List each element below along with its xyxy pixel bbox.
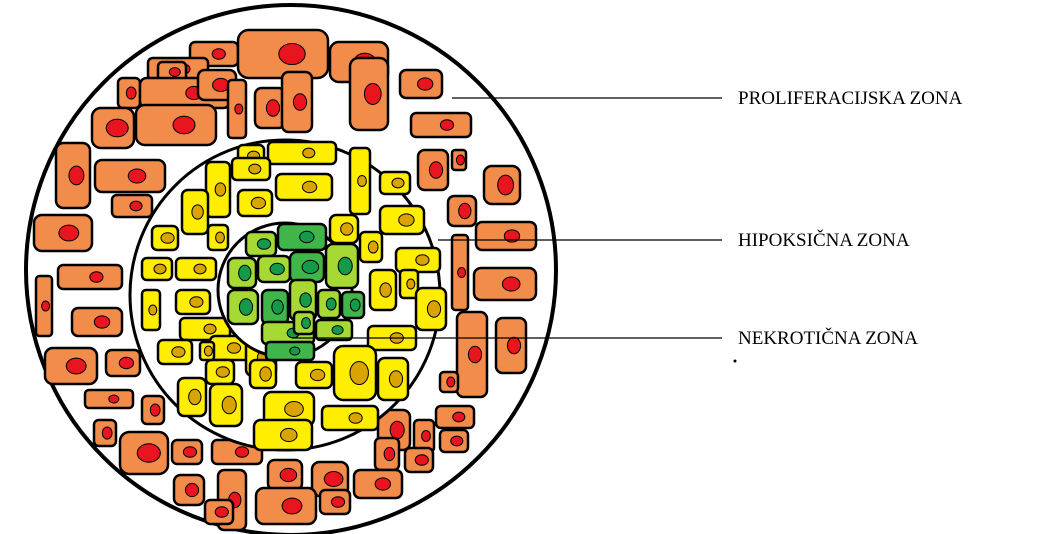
proliferative-cell [172,473,206,507]
label-proliferative-zone: PROLIFERACIJSKA ZONA [738,88,963,109]
necrotic-cell [260,288,290,326]
hypoxic-cell [368,268,398,312]
proliferative-cell [318,488,352,516]
necrotic-cell [316,288,342,320]
proliferative-cell [253,86,287,130]
proliferative-cell [90,106,136,150]
proliferative-cell [280,70,314,134]
hypoxic-cell [332,344,378,402]
proliferative-cell [266,458,304,492]
hypoxic-cell [174,256,218,282]
proliferative-cell [352,468,404,500]
proliferative-cell [412,418,436,454]
necrotic-cell [226,288,260,326]
hypoxic-cell [206,223,230,252]
proliferative-cell [455,310,489,399]
hypoxic-cell [414,286,448,332]
hypoxic-cell [156,338,194,366]
proliferative-cell [34,274,54,338]
proliferative-cell [416,148,450,192]
proliferative-cell [494,316,528,375]
hypoxic-cell [174,288,212,316]
necrotic-cell [256,254,292,284]
proliferative-cell [482,164,522,206]
proliferative-cell [32,213,94,253]
proliferative-cell [83,388,135,410]
proliferative-cell [104,348,142,378]
proliferative-cell [226,78,248,140]
necrotic-cell [226,256,258,290]
proliferative-cell [450,148,468,172]
hypoxic-cell [252,418,314,452]
proliferative-cell [110,193,154,219]
hypoxic-cell [266,140,338,166]
hypoxic-cell [140,256,174,282]
hypoxic-cell [294,360,334,390]
proliferative-cell [236,28,330,80]
proliferative-cell [92,418,118,448]
proliferative-cell [373,436,401,472]
hypoxic-cell [398,268,420,300]
hypoxic-cell [378,170,412,196]
proliferative-cell [398,68,444,100]
proliferative-cell [93,158,167,194]
proliferative-cell [403,446,435,474]
hypoxic-cell [378,204,426,236]
necrotic-cell [276,222,328,252]
hypoxic-cell [376,356,410,402]
hypoxic-cell [394,246,442,274]
hypoxic-cell [274,172,334,202]
hypoxic-cell [348,146,372,216]
hypoxic-cell [204,160,232,219]
necrotic-cell [314,318,354,342]
hypoxic-cell [178,316,232,342]
proliferative-cell [118,430,170,476]
proliferative-cell [54,141,92,210]
hypoxic-cell [208,382,244,428]
necrotic-cell [292,310,316,336]
proliferative-cell [450,233,470,312]
hypoxic-cell [140,288,162,332]
hypoxic-cell [150,224,180,252]
necrotic-cell [324,242,360,290]
necrotic-cell [288,250,326,284]
hypoxic-cell [230,156,272,182]
necrotic-cell [340,290,366,320]
proliferative-cell [43,346,99,386]
hypoxic-cell [236,188,274,218]
proliferative-cell [348,56,390,132]
hypoxic-cell [358,230,384,264]
label-necrotic-zone: NEKROTIČNA ZONA [738,327,918,349]
proliferative-cell [446,194,478,228]
proliferative-cell [203,498,235,526]
hypoxic-cell [180,188,210,236]
hypoxic-cell [176,376,208,418]
hypoxic-cell [198,340,216,362]
hypoxic-cell [248,358,278,390]
label-hypoxic-zone: HIPOKSIČNA ZONA [738,229,910,251]
proliferative-cell [438,428,470,454]
proliferative-cell [472,266,538,302]
proliferative-cell [434,404,476,430]
proliferative-cell [134,103,218,147]
necrotic-cell [244,230,278,258]
hypoxic-cell [320,404,380,432]
hypoxic-cell [328,213,360,245]
proliferative-cell [474,220,538,252]
hypoxic-cell [204,358,236,386]
necrotic-cell [264,340,316,362]
proliferative-cell [140,394,166,426]
proliferative-cell [409,111,473,139]
necrotic-cells [226,222,366,362]
proliferative-cell [56,263,124,291]
stray-dot [733,359,737,363]
proliferative-cells [32,28,538,532]
proliferative-cell [254,486,318,526]
proliferative-cell [170,438,204,466]
proliferative-cell [116,76,142,110]
proliferative-cell [438,370,460,394]
proliferative-cell [70,306,124,338]
